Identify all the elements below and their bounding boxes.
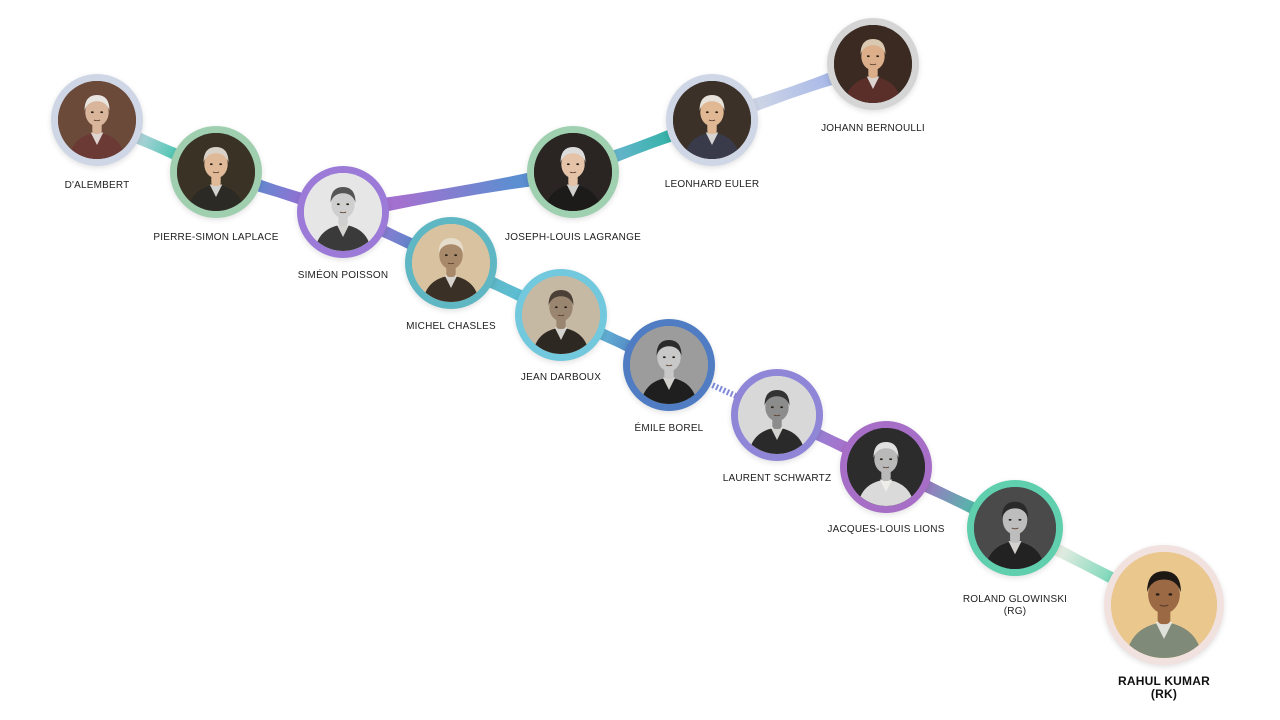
node-name: SIMÉON POISSON xyxy=(297,270,389,281)
node-label: JOSEPH-LOUIS LAGRANGE xyxy=(505,232,641,244)
node-label: PIERRE-SIMON LAPLACE xyxy=(153,232,278,244)
portrait-photo xyxy=(847,428,925,506)
portrait-photo xyxy=(58,81,136,159)
node-abbreviation: (RK) xyxy=(1150,687,1178,701)
node-name: MICHEL CHASLES xyxy=(406,321,496,332)
node-label: RAHUL KUMAR(RK) xyxy=(1118,675,1210,701)
portrait-photo xyxy=(630,326,708,404)
node-label: D'ALEMBERT xyxy=(65,180,130,192)
node-name: JEAN DARBOUX xyxy=(520,372,602,383)
node-name: LEONHARD EULER xyxy=(664,179,760,190)
portrait-photo xyxy=(974,487,1056,569)
portrait-photo xyxy=(304,173,382,251)
portrait-photo xyxy=(412,224,490,302)
node-label: ÉMILE BOREL xyxy=(635,423,704,435)
node-name: D'ALEMBERT xyxy=(64,180,130,191)
node-label: JACQUES-LOUIS LIONS xyxy=(827,524,944,536)
node-name: PIERRE-SIMON LAPLACE xyxy=(153,232,279,243)
node-label: MICHEL CHASLES xyxy=(406,321,496,333)
portrait-photo xyxy=(738,376,816,454)
node-label: LAURENT SCHWARTZ xyxy=(723,473,832,485)
node-name: RAHUL KUMAR xyxy=(1118,674,1210,688)
node-label: JOHANN BERNOULLI xyxy=(821,123,925,135)
portrait-photo xyxy=(834,25,912,103)
portrait-photo xyxy=(522,276,600,354)
node-label: LEONHARD EULER xyxy=(665,179,760,191)
node-abbreviation: (RG) xyxy=(1003,606,1027,617)
node-name: JACQUES-LOUIS LIONS xyxy=(827,524,945,535)
node-label: ROLAND GLOWINSKI(RG) xyxy=(963,594,1067,618)
node-name: JOHANN BERNOULLI xyxy=(821,123,925,134)
link-poisson-lagrange xyxy=(341,163,575,221)
portrait-photo xyxy=(177,133,255,211)
node-name: ÉMILE BOREL xyxy=(634,423,704,434)
node-label: JEAN DARBOUX xyxy=(521,372,601,384)
node-label: SIMÉON POISSON xyxy=(298,270,389,282)
portrait-photo xyxy=(673,81,751,159)
portrait-photo xyxy=(534,133,612,211)
node-name: LAURENT SCHWARTZ xyxy=(722,473,832,484)
node-name: JOSEPH-LOUIS LAGRANGE xyxy=(505,232,641,243)
node-name: ROLAND GLOWINSKI xyxy=(962,594,1068,605)
portrait-photo xyxy=(1111,552,1217,658)
